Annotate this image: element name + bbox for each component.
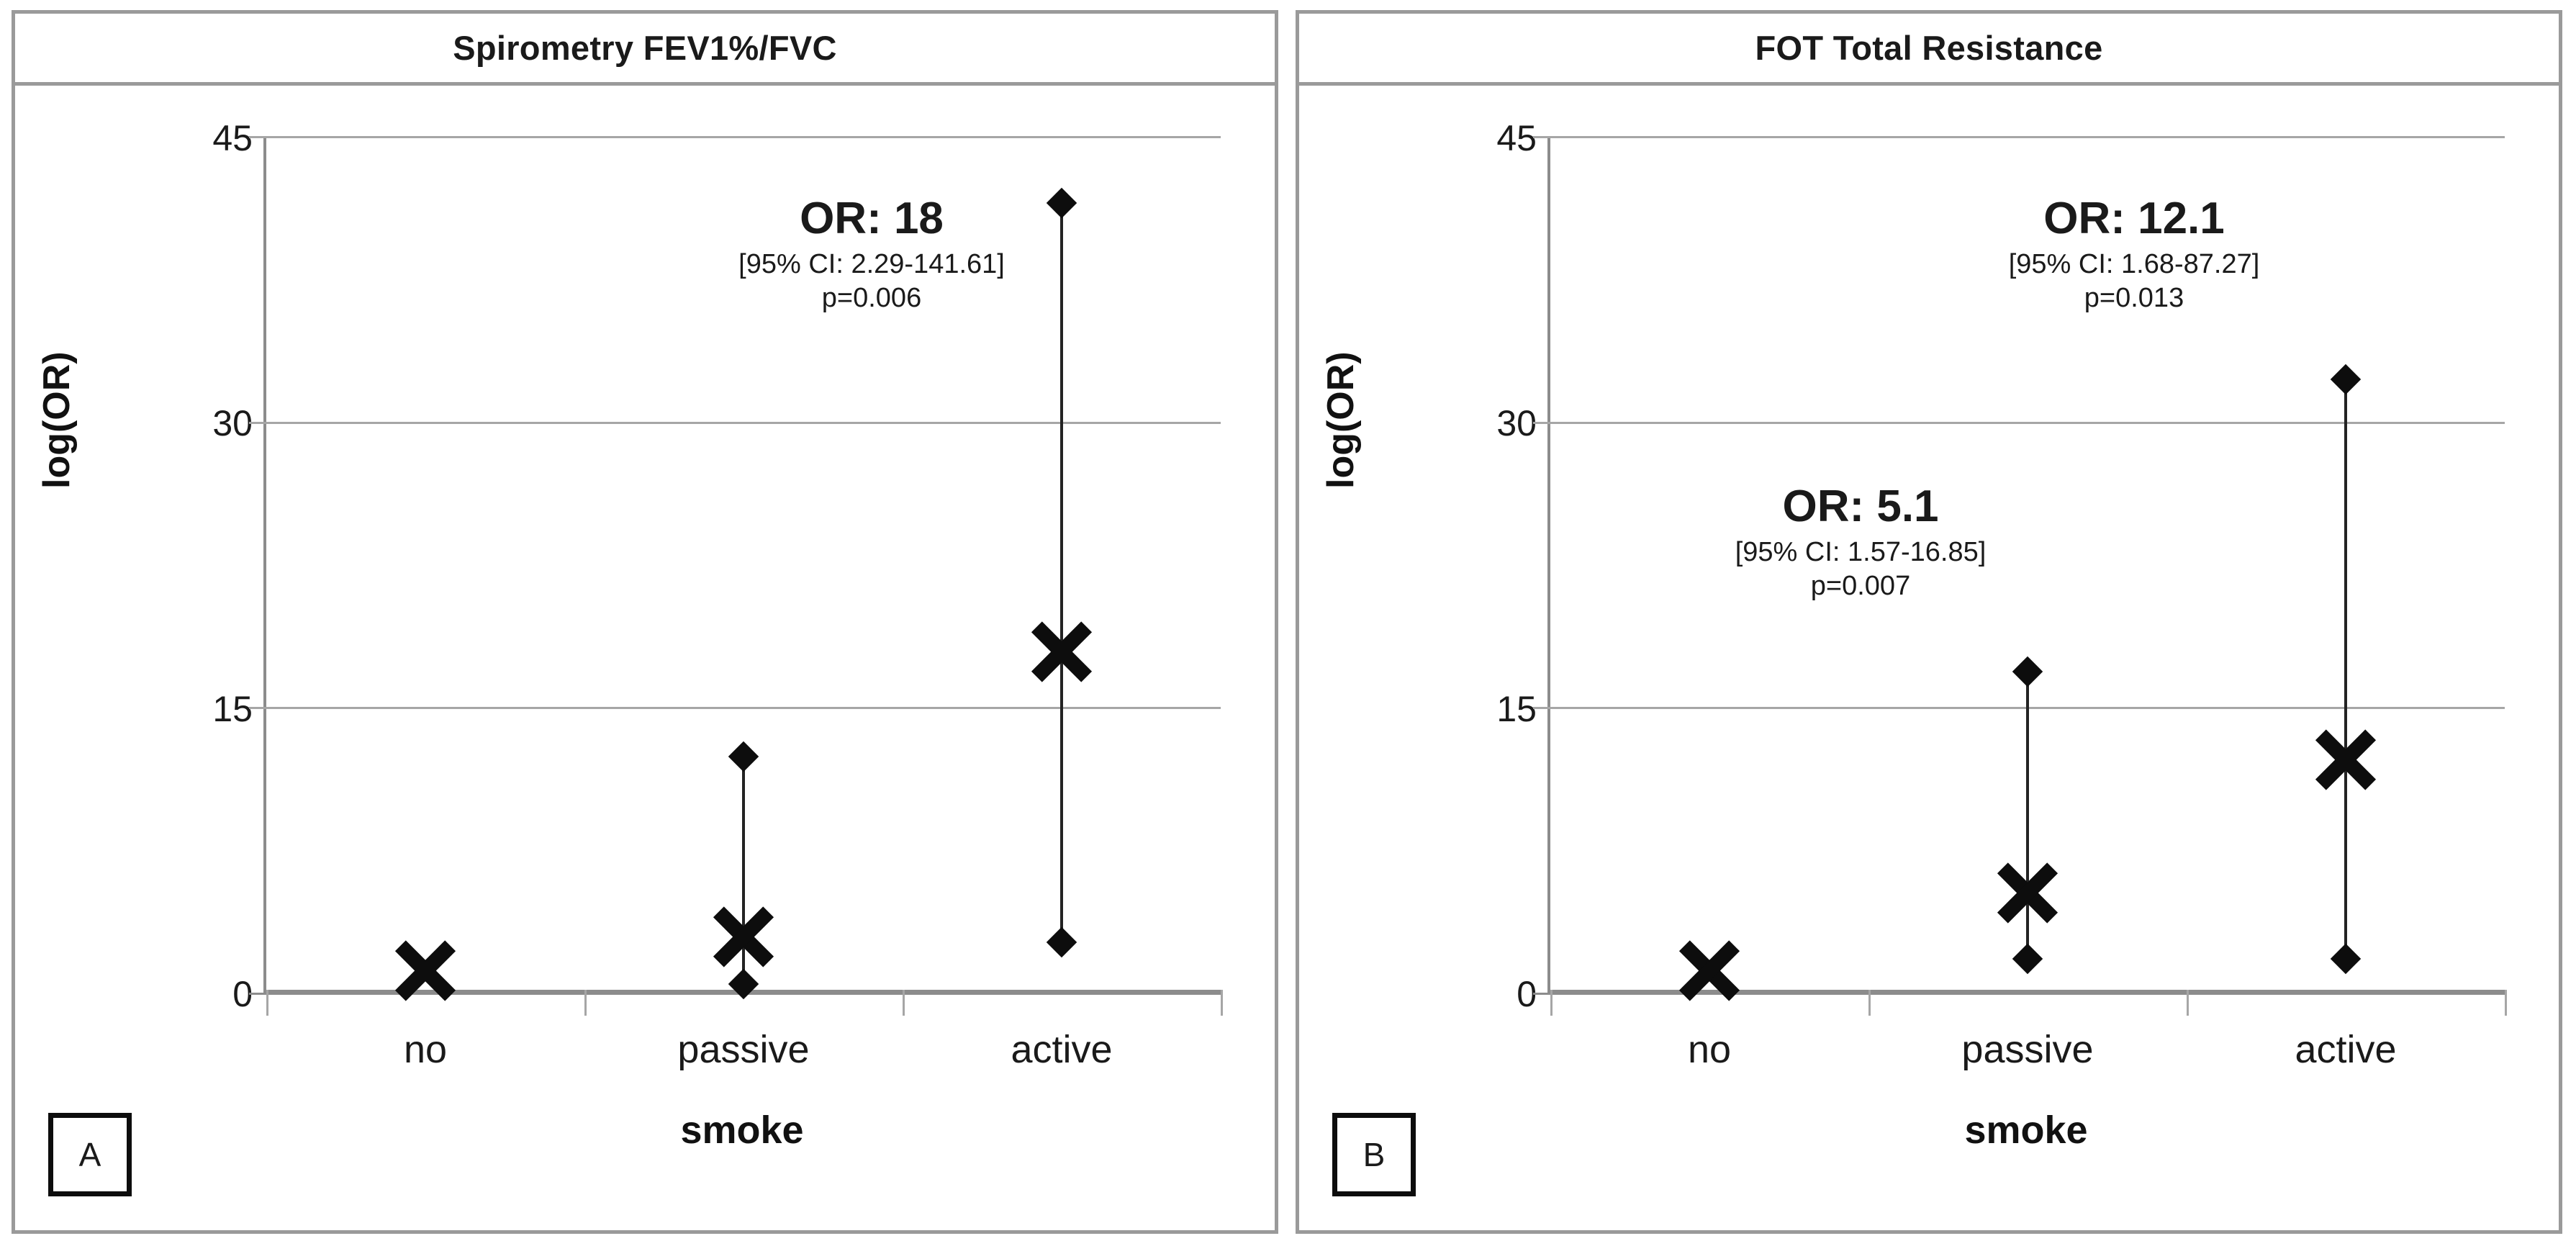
panel-a-title-bar: Spirometry FEV1%/FVC bbox=[15, 14, 1275, 86]
panel-b-annotation-passive-p: p=0.007 bbox=[1810, 570, 1911, 601]
panel-b-xtick-3 bbox=[2505, 990, 2507, 1016]
panel-a-ytick-30: 30 bbox=[212, 403, 253, 443]
panel-b-xtick-2 bbox=[2186, 990, 2189, 1016]
panel-b-plot: log(OR) 45 30 15 0 no bbox=[1299, 86, 2559, 1227]
panel-b-plot-area: no passive active bbox=[1533, 136, 2507, 1071]
panel-b-group-no: no bbox=[1550, 136, 1868, 1071]
panel-b-ci-low-active bbox=[2330, 944, 2362, 975]
panel-b-gridline-45 bbox=[1533, 136, 2505, 138]
panel-b-ci-high-active bbox=[2330, 364, 2362, 395]
panel-b-letter-badge: B bbox=[1332, 1113, 1416, 1196]
panel-a-ci-low-active bbox=[1046, 926, 1077, 957]
panel-b-annotation-passive: OR: 5.1 [95% CI: 1.57-16.85] p=0.007 bbox=[1659, 482, 2062, 602]
panel-a-annotation-ci: [95% CI: 2.29-141.61] bbox=[738, 249, 1005, 280]
panel-a-ytick-45: 45 bbox=[212, 118, 253, 158]
panel-b-gridline-0 bbox=[1533, 993, 2505, 995]
panel-a-plot-area: no passive active bbox=[249, 136, 1223, 1071]
panel-a-gridline-30 bbox=[249, 421, 1221, 424]
panel-b-title-bar: FOT Total Resistance bbox=[1299, 14, 2559, 86]
panel-a-or-marker-active bbox=[1031, 621, 1092, 682]
panel-a-xtick-label-no: no bbox=[403, 1028, 448, 1071]
panel-b-annotation-passive-ci: [95% CI: 1.57-16.85] bbox=[1735, 537, 1987, 568]
panel-b-ci-high-passive bbox=[2012, 656, 2043, 687]
panel-b-xtick-1 bbox=[1868, 990, 1871, 1016]
panel-a-xtick-label-passive: passive bbox=[677, 1028, 810, 1071]
panel-b-xtick-label-active: active bbox=[2295, 1028, 2397, 1071]
panel-b-ci-line-active bbox=[2344, 379, 2347, 960]
panel-a-ytick-15: 15 bbox=[212, 689, 253, 729]
panel-a-xtick-label-active: active bbox=[1011, 1028, 1113, 1071]
panel-a-annotation-or: OR: 18 bbox=[800, 194, 944, 243]
panel-a-y-axis-label: log(OR) bbox=[36, 351, 78, 489]
panel-a-annotation-active: OR: 18 [95% CI: 2.29-141.61] p=0.006 bbox=[670, 194, 1073, 314]
panel-b-ci-low-passive bbox=[2012, 944, 2043, 975]
panel-b-annotation-active-or: OR: 12.1 bbox=[2043, 194, 2225, 243]
panel-b-letter: B bbox=[1362, 1136, 1386, 1173]
panel-b-annotation-active: OR: 12.1 [95% CI: 1.68-87.27] p=0.013 bbox=[1933, 194, 2336, 314]
panel-b-x-axis-title: smoke bbox=[1964, 1109, 2088, 1152]
panel-b-group-passive: passive bbox=[1868, 136, 2187, 1071]
panel-a-ytick-0: 0 bbox=[232, 974, 253, 1014]
panel-b: FOT Total Resistance log(OR) 45 30 15 0 bbox=[1296, 10, 2562, 1234]
panel-a-gridline-45 bbox=[249, 136, 1221, 138]
panel-a-ci-high-passive bbox=[728, 741, 759, 772]
panel-a-title: Spirometry FEV1%/FVC bbox=[453, 29, 837, 67]
panel-b-or-marker-passive bbox=[1997, 863, 2058, 924]
panel-b-y-axis-label: log(OR) bbox=[1320, 351, 1362, 489]
panel-a-x-axis-title: smoke bbox=[680, 1109, 804, 1152]
panel-a-or-marker-no bbox=[395, 941, 456, 1001]
panel-b-title: FOT Total Resistance bbox=[1755, 29, 2103, 67]
panel-a-xtick-1 bbox=[584, 990, 587, 1016]
panel-a-xtick-2 bbox=[902, 990, 905, 1016]
panel-a-gridline-0 bbox=[249, 993, 1221, 995]
panel-b-annotation-passive-or: OR: 5.1 bbox=[1782, 482, 1939, 531]
panel-b-or-marker-no bbox=[1679, 941, 1740, 1001]
panel-b-xtick-0 bbox=[1550, 990, 1553, 1016]
panel-b-gridline-15 bbox=[1533, 707, 2505, 710]
panel-b-annotation-active-ci: [95% CI: 1.68-87.27] bbox=[2008, 249, 2260, 280]
panel-a-letter: A bbox=[78, 1136, 101, 1173]
panel-a-ci-line-passive bbox=[741, 757, 745, 984]
panel-b-xtick-label-no: no bbox=[1687, 1028, 1732, 1071]
panel-a-group-active: active bbox=[903, 136, 1221, 1071]
panel-b-gridline-30 bbox=[1533, 421, 2505, 424]
panel-a-xtick-3 bbox=[1221, 990, 1223, 1016]
panel-b-xtick-label-passive: passive bbox=[1961, 1028, 2094, 1071]
panel-b-group-active: active bbox=[2187, 136, 2505, 1071]
panel-a: Spirometry FEV1%/FVC log(OR) 45 30 15 0 bbox=[12, 10, 1278, 1234]
panel-a-group-passive: passive bbox=[584, 136, 903, 1071]
panel-a-plot: log(OR) 45 30 15 0 no bbox=[15, 86, 1275, 1227]
panel-a-xtick-0 bbox=[266, 990, 268, 1016]
panel-a-group-no: no bbox=[266, 136, 584, 1071]
panel-b-ytick-15: 15 bbox=[1496, 689, 1537, 729]
panel-b-annotation-active-p: p=0.013 bbox=[2084, 282, 2184, 313]
panel-b-ytick-0: 0 bbox=[1517, 974, 1537, 1014]
panel-a-annotation-p: p=0.006 bbox=[821, 282, 922, 313]
panel-a-letter-badge: A bbox=[48, 1113, 132, 1196]
panel-a-ci-line-active bbox=[1059, 202, 1063, 942]
panel-b-ytick-30: 30 bbox=[1496, 403, 1537, 443]
panel-b-ytick-45: 45 bbox=[1496, 118, 1537, 158]
panel-b-ci-line-passive bbox=[2025, 671, 2029, 960]
panel-b-or-marker-active bbox=[2315, 730, 2376, 790]
panel-a-gridline-15 bbox=[249, 707, 1221, 710]
panel-a-or-marker-passive bbox=[713, 906, 774, 967]
